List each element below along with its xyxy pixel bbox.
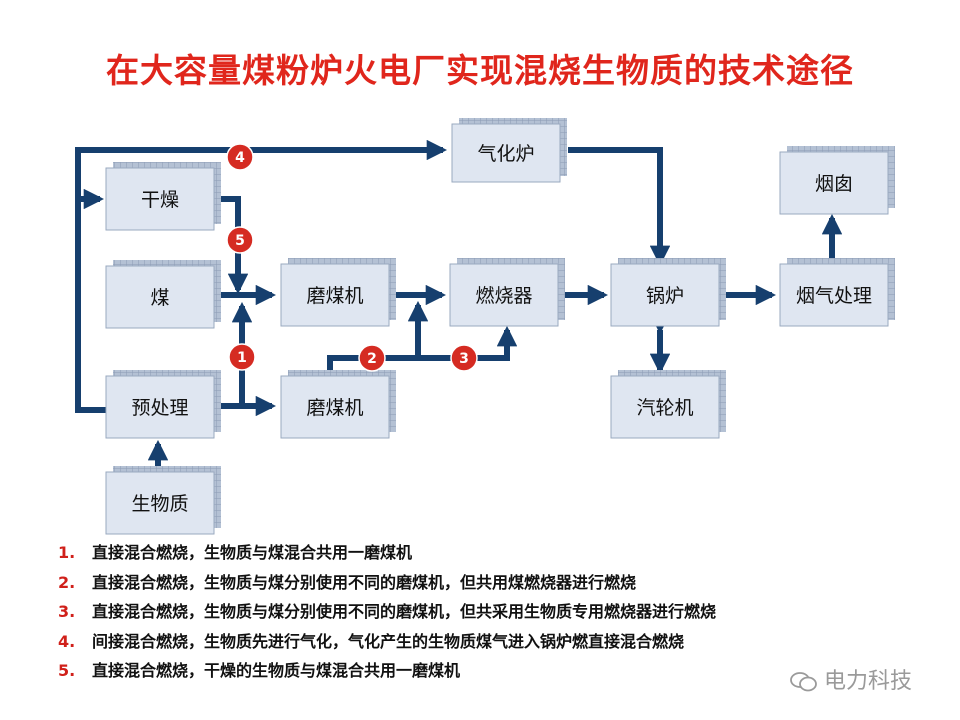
box-label: 煤 <box>150 287 169 309</box>
box-face <box>610 263 720 327</box>
note-text: 直接混合燃烧，生物质与煤混合共用一磨煤机 <box>92 543 413 562</box>
route3-arrow <box>400 325 518 361</box>
box-label: 锅炉 <box>646 285 684 307</box>
route-marker-number: 1 <box>237 350 247 366</box>
note-text: 直接混合燃烧，生物质与煤分别使用不同的磨煤机，但共采用生物质专用燃烧器进行燃烧 <box>92 602 717 621</box>
route4-left-bus <box>75 139 448 413</box>
dryer-down-arrow <box>214 196 249 295</box>
note-item: 1. 直接混合燃烧，生物质与煤混合共用一磨煤机 <box>58 538 918 568</box>
route-marker-circle <box>226 143 254 171</box>
box-face <box>451 123 561 183</box>
note-number: 4. <box>58 631 76 651</box>
route-marker-4: 4 <box>226 143 254 171</box>
box-label: 烟囱 <box>815 173 853 195</box>
box-label: 汽轮机 <box>636 397 693 419</box>
note-number: 5. <box>58 661 76 680</box>
box-biomass: 生物质 <box>105 466 221 535</box>
box-label: 燃烧器 <box>475 285 532 307</box>
box-face <box>280 263 390 327</box>
note-number: 3. <box>58 602 76 621</box>
notes-list: 1. 直接混合燃烧，生物质与煤混合共用一磨煤机 2. 直接混合燃烧，生物质与煤分别使… <box>58 538 918 686</box>
route-marker-circle <box>226 226 254 254</box>
box-face <box>105 375 215 439</box>
box-face <box>779 151 889 215</box>
route-marker-circle <box>450 344 478 372</box>
box-label: 气化炉 <box>477 143 534 165</box>
box-mill-bottom: 磨煤机 <box>280 370 396 439</box>
box-burner: 燃烧器 <box>449 258 565 327</box>
box-face <box>449 263 559 327</box>
route-marker-circle <box>228 343 256 371</box>
box-label: 烟气处理 <box>796 285 872 307</box>
box-label: 磨煤机 <box>306 285 363 307</box>
route-marker-2: 2 <box>358 344 386 372</box>
box-chimney: 烟囱 <box>779 146 895 215</box>
box-face <box>610 375 720 439</box>
box-label: 干燥 <box>141 189 179 211</box>
note-item: 3. 直接混合燃烧，生物质与煤分别使用不同的磨煤机，但共采用生物质专用燃烧器进行燃… <box>58 597 918 627</box>
route-marker-3: 3 <box>450 344 478 372</box>
route-marker-number: 4 <box>235 150 245 166</box>
page-title: 在大容量煤粉炉火电厂实现混烧生物质的技术途径 <box>106 51 854 90</box>
note-item: 4. 间接混合燃烧，生物质先进行气化，气化产生的生物质煤气进入锅炉燃直接混合燃烧 <box>58 627 918 657</box>
box-label: 预处理 <box>131 397 188 419</box>
watermark-text: 电力科技 <box>824 669 913 694</box>
gasifier-to-boiler-arrow <box>568 147 671 267</box>
note-text: 直接混合燃烧，生物质与煤分别使用不同的磨煤机，但共用煤燃烧器进行燃烧 <box>92 572 637 592</box>
box-dryer: 干燥 <box>105 162 221 231</box>
note-item: 5. 直接混合燃烧，干燥的生物质与煤混合共用一磨煤机 <box>58 656 918 686</box>
box-face <box>105 265 215 329</box>
box-boiler: 锅炉 <box>610 258 726 327</box>
route-marker-number: 2 <box>367 351 377 367</box>
route-marker-1: 1 <box>228 343 256 371</box>
chat-bubbles-icon <box>790 671 818 693</box>
route-marker-circle <box>358 344 386 372</box>
note-text: 间接混合燃烧，生物质先进行气化，气化产生的生物质煤气进入锅炉燃直接混合燃烧 <box>92 631 685 651</box>
box-face <box>105 167 215 231</box>
box-coal: 煤 <box>105 260 221 329</box>
note-item: 2. 直接混合燃烧，生物质与煤分别使用不同的磨煤机，但共用煤燃烧器进行燃烧 <box>58 568 918 598</box>
note-number: 1. <box>58 543 76 562</box>
box-flue-treat: 烟气处理 <box>779 258 895 327</box>
box-turbine: 汽轮机 <box>610 370 726 439</box>
route-marker-5: 5 <box>226 226 254 254</box>
box-face <box>779 263 889 327</box>
route-marker-number: 3 <box>459 351 469 367</box>
box-face <box>280 375 390 439</box>
box-pretreat: 预处理 <box>105 370 221 439</box>
watermark: 电力科技 <box>790 663 912 695</box>
box-gasifier: 气化炉 <box>451 118 567 183</box>
note-text: 直接混合燃烧，干燥的生物质与煤混合共用一磨煤机 <box>92 661 461 680</box>
route-marker-number: 5 <box>235 233 245 249</box>
box-label: 生物质 <box>131 493 188 515</box>
box-face <box>105 471 215 535</box>
box-label: 磨煤机 <box>306 397 363 419</box>
note-number: 2. <box>58 572 76 592</box>
box-mill-top: 磨煤机 <box>280 258 396 327</box>
